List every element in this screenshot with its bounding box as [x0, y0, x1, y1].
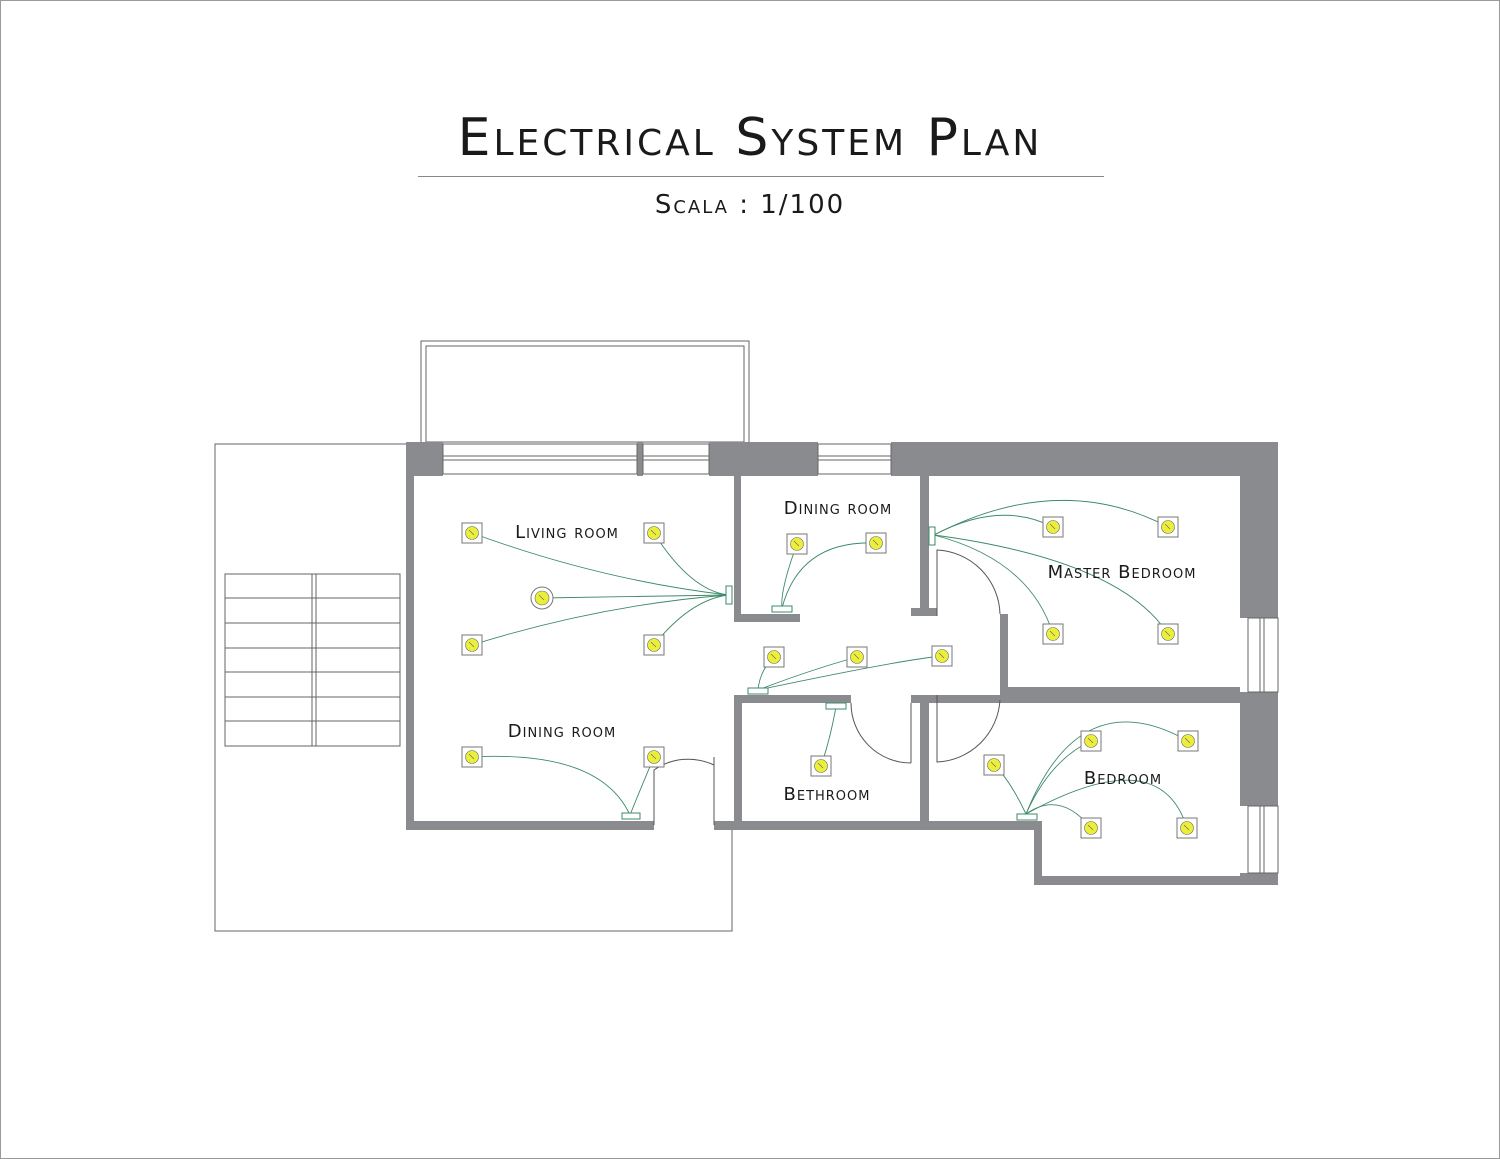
lamp-icon — [1176, 817, 1198, 839]
lamp-icon — [643, 634, 665, 656]
lamp-icon — [1042, 623, 1064, 645]
windows — [442, 443, 1279, 874]
balcony-inner — [425, 345, 745, 443]
switch-dining-left — [621, 812, 641, 820]
lamp-icon — [643, 522, 665, 544]
switches — [621, 526, 1038, 821]
balcony — [420, 340, 750, 445]
room-labels: Living room Dining room Dining room Mast… — [508, 498, 1197, 805]
switch-master — [928, 526, 936, 546]
walls — [406, 442, 1278, 885]
lamp-icon — [461, 746, 483, 768]
room-label-dining-left: Dining room — [508, 721, 617, 742]
doors — [653, 549, 1001, 825]
lamp-icon — [1080, 817, 1102, 839]
drawing-scale: Scala : 1/100 — [654, 190, 846, 220]
switch-hall — [747, 687, 769, 695]
room-label-dining-top: Dining room — [784, 498, 893, 519]
lamp-icon — [846, 646, 868, 668]
room-label-living: Living room — [515, 522, 619, 543]
drawing-title: Electrical System Plan — [457, 108, 1043, 168]
lamp-icon — [810, 755, 832, 777]
title-underline — [418, 176, 1104, 177]
lamp-icon — [1080, 730, 1102, 752]
staircase — [224, 573, 401, 747]
switch-bedroom — [1016, 813, 1038, 821]
terrace-outline — [214, 443, 733, 932]
wiring — [471, 500, 1189, 829]
switch-bath — [825, 702, 847, 710]
lamp-icon — [983, 754, 1005, 776]
room-label-bathroom: Bethroom — [784, 784, 871, 805]
lamp-icon — [763, 646, 785, 668]
lamp-icon — [786, 533, 808, 555]
pendant-lamp-icon — [530, 586, 554, 610]
lamp-icon — [931, 645, 953, 667]
switch-dining-top — [771, 605, 793, 613]
lamp-icon — [461, 522, 483, 544]
light-fixtures — [461, 516, 1199, 839]
lamp-icon — [1177, 730, 1199, 752]
lamp-icon — [1157, 516, 1179, 538]
lamp-icon — [1042, 516, 1064, 538]
lamp-icon — [643, 746, 665, 768]
lamp-icon — [865, 532, 887, 554]
room-label-bedroom: Bedroom — [1084, 768, 1162, 789]
lamp-icon — [461, 634, 483, 656]
room-label-master-bedroom: Master Bedroom — [1048, 562, 1197, 583]
lamp-icon — [1157, 623, 1179, 645]
switch-living — [725, 585, 733, 605]
